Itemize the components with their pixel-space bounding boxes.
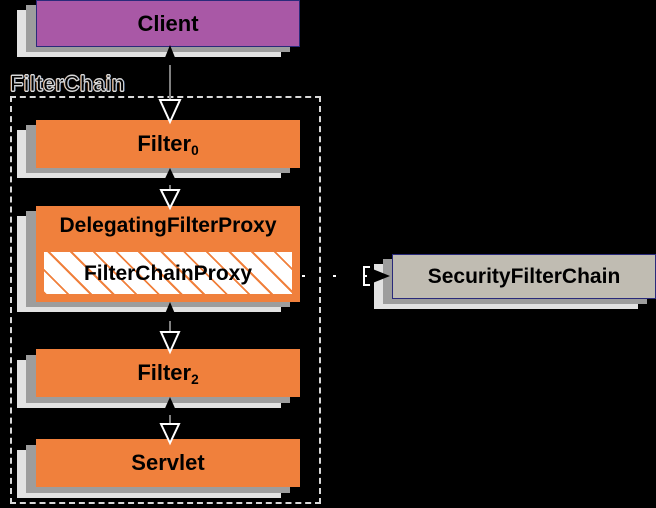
node-delegating-filter-proxy-label: DelegatingFilterProxy [59, 214, 277, 237]
connector-client-filter-0 [158, 45, 182, 125]
connector-filter-2-servlet [159, 397, 181, 446]
node-filter-0-label: Filter0 [137, 131, 199, 159]
node-filter-0-subscript: 0 [191, 143, 199, 159]
node-servlet-label: Servlet [131, 450, 205, 475]
connector-filter-0-delegating-filter-proxy [159, 168, 181, 211]
filterchain-group-boundary [10, 96, 321, 504]
connector-delegating-filter-proxy-filter-2 [159, 302, 181, 355]
node-security-filter-chain-label: SecurityFilterChain [427, 265, 621, 288]
node-filter-2[interactable]: Filter2 [36, 349, 300, 397]
filterchain-group-label: FilterChain [10, 71, 126, 97]
node-filter-0[interactable]: Filter0 [36, 120, 300, 168]
connector-filter-chain-proxy-security-filter-chain [302, 266, 390, 286]
node-filter-chain-proxy[interactable]: FilterChainProxy [44, 252, 292, 294]
node-client-label: Client [137, 10, 199, 36]
node-filter-2-label: Filter2 [137, 360, 199, 388]
node-filter-2-subscript: 2 [191, 372, 199, 388]
node-filter-chain-proxy-label: FilterChainProxy [83, 261, 253, 285]
node-servlet[interactable]: Servlet [36, 439, 300, 487]
node-client[interactable]: Client [36, 0, 300, 47]
node-security-filter-chain[interactable]: SecurityFilterChain [392, 254, 656, 299]
